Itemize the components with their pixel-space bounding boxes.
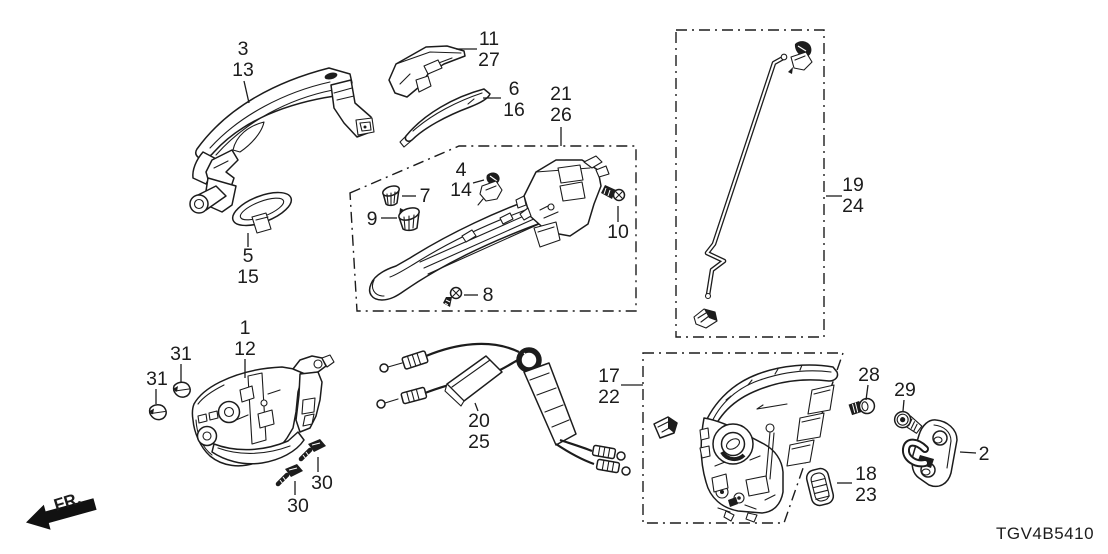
leader-lines: [155, 48, 977, 495]
callout-12: 12: [234, 338, 256, 360]
callout-4: 4: [456, 159, 467, 181]
bolt-29-drawing: [893, 410, 923, 434]
callout-5: 5: [243, 245, 254, 267]
handle-hole: [324, 72, 338, 80]
callout-2: 2: [979, 443, 990, 465]
callout-23: 23: [855, 484, 877, 506]
callout-16: 16: [503, 99, 525, 121]
screw-10-drawing: [601, 185, 626, 202]
outer-handle-drawing: [189, 67, 375, 214]
callout-11: 11: [479, 28, 499, 50]
screw-30-left-drawing: [275, 464, 303, 487]
striker-drawing: [901, 419, 958, 488]
callout-29: 29: [894, 379, 916, 401]
callout-26: 26: [550, 104, 572, 126]
leader-bolt-29: [902, 399, 905, 412]
callout-6: 6: [509, 78, 520, 100]
screw-8-drawing: [443, 286, 463, 307]
base-bracket-drawing: [368, 155, 610, 301]
callout-25: 25: [468, 431, 490, 453]
callout-24: 24: [842, 195, 864, 217]
callout-31-upper: 31: [170, 343, 192, 365]
fr-direction: FR.: [26, 489, 97, 530]
latch-clip: [653, 416, 678, 439]
callout-14: 14: [450, 179, 472, 201]
callout-21: 21: [550, 83, 572, 105]
callout-31-lower: 31: [146, 368, 168, 390]
lock-rod-box: [675, 29, 825, 338]
leader-cable-assembly: [474, 402, 479, 412]
leader-striker: [959, 451, 977, 454]
bolt-28-drawing: [848, 397, 876, 416]
callout-18: 18: [855, 463, 877, 485]
callout-30-left: 30: [287, 495, 309, 517]
assembly-boxes: [349, 29, 844, 524]
callout-22: 22: [598, 386, 620, 408]
escutcheon-drawing: [231, 191, 293, 234]
diagram-code: TGV4B5410: [996, 524, 1094, 543]
grommet-9-drawing: [398, 207, 420, 232]
rod-clip-top: [788, 41, 813, 74]
callout-13: 13: [232, 59, 254, 81]
callout-7: 7: [420, 185, 431, 207]
callout-27: 27: [478, 49, 500, 71]
callout-3: 3: [238, 38, 249, 60]
callout-20: 20: [468, 410, 490, 432]
clip-31-lower-drawing: [148, 404, 167, 421]
callout-15: 15: [237, 266, 259, 288]
base-assembly-box: [349, 145, 637, 312]
callout-19: 19: [842, 174, 864, 196]
callout-28: 28: [858, 364, 880, 386]
latch-assembly-box: [642, 352, 844, 524]
grommet-7-drawing: [382, 185, 400, 207]
callout-1: 1: [240, 317, 251, 339]
callout-8: 8: [483, 284, 494, 306]
callout-30-right: 30: [311, 472, 333, 494]
clip-4-drawing: [477, 172, 503, 206]
callout-9: 9: [367, 208, 378, 230]
latch-assembly-drawing: [653, 364, 839, 523]
cable-assembly-drawing: [376, 342, 631, 476]
clip-31-upper-drawing: [172, 381, 191, 398]
screw-30-right-drawing: [298, 439, 326, 462]
seal-strip-drawing: [399, 88, 491, 148]
leader-protector-clip: [472, 179, 485, 184]
rod-clip-bottom: [693, 308, 718, 329]
callout-17: 17: [598, 365, 620, 387]
leader-outer-handle: [243, 80, 250, 104]
lock-rod-drawing: [693, 41, 813, 329]
callouts: 3 13 11 27 6 16 21 26 4 14 7 9 10 8 5 15…: [146, 28, 989, 517]
cushion-drawing: [805, 467, 835, 507]
fr-arrow-icon: [26, 498, 97, 530]
leader-bolt-28: [865, 384, 869, 401]
inner-handle-drawing: [191, 354, 335, 467]
callout-10: 10: [607, 221, 629, 243]
handle-cover-drawing: [388, 45, 466, 98]
